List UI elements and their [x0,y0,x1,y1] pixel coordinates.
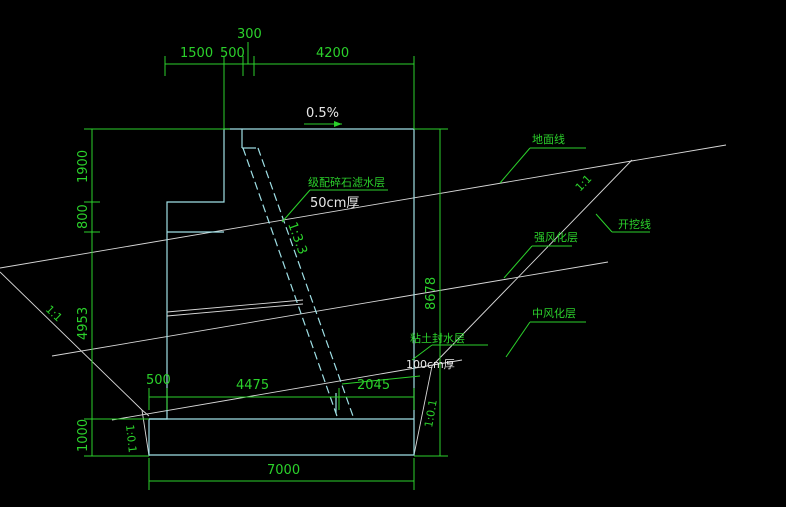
batter-1-3-3-label: 1:3.3 [284,220,309,256]
dim-1500: 1500 [180,46,213,61]
dim-1000: 1000 [76,419,91,452]
clay-seal-line [341,375,421,385]
annotation-texts: 0.5% 级配碎石滤水层 50cm厚 1:3.3 地面线 开挖线 强风化层 中风… [43,106,651,453]
dim-800: 800 [76,204,91,229]
dim-4953: 4953 [76,307,91,340]
clay-seal-label: 粘土封水层 [410,331,465,345]
left-corner-link [141,409,150,417]
right-foundation-slope [413,365,433,456]
dim-1900: 1900 [76,150,91,183]
construction-joint-2 [166,303,304,317]
slope-1-1-left-label: 1:1 [43,303,65,325]
construction-joint-1 [166,299,304,313]
dim-500-base: 500 [146,373,171,388]
slope-1-0-1-left-label: 1:0.1 [123,424,139,453]
dim-4200: 4200 [316,46,349,61]
dim-4475: 4475 [236,378,269,393]
slope-percent-label: 0.5% [306,106,339,121]
right-excavation-slope-1-1 [431,159,633,367]
clay-thickness-label: 100cm厚 [406,358,455,371]
medium-weathering-boundary [111,359,463,421]
dim-2045: 2045 [357,378,390,393]
slope-arrow-icon [334,121,342,127]
strong-weathering-label: 强风化层 [534,230,578,244]
gravel-layer-label: 级配碎石滤水层 [308,175,385,189]
ground-line-label: 地面线 [532,132,565,146]
dim-300: 300 [237,27,262,42]
ground-surface-line [0,144,727,269]
medium-weathering-label: 中风化层 [532,306,576,320]
dim-500-top: 500 [220,46,245,61]
filter-layer [242,147,421,420]
strata-lines [0,144,727,457]
slope-1-0-1-right-label: 1:0.1 [422,398,440,428]
left-foundation-slope [141,409,150,457]
left-excavation-slope-1-1 [0,271,143,411]
dim-7000: 7000 [267,463,300,478]
strong-weathering-boundary [51,261,609,357]
dimensions [84,42,650,490]
dimension-texts: 300 1500 500 4200 1900 800 4953 1000 867… [76,27,439,478]
dim-8678: 8678 [424,277,439,310]
slope-1-1-right-label: 1:1 [573,172,595,194]
gravel-thickness-label: 50cm厚 [310,196,359,211]
excavation-line-label: 开挖线 [618,217,651,231]
